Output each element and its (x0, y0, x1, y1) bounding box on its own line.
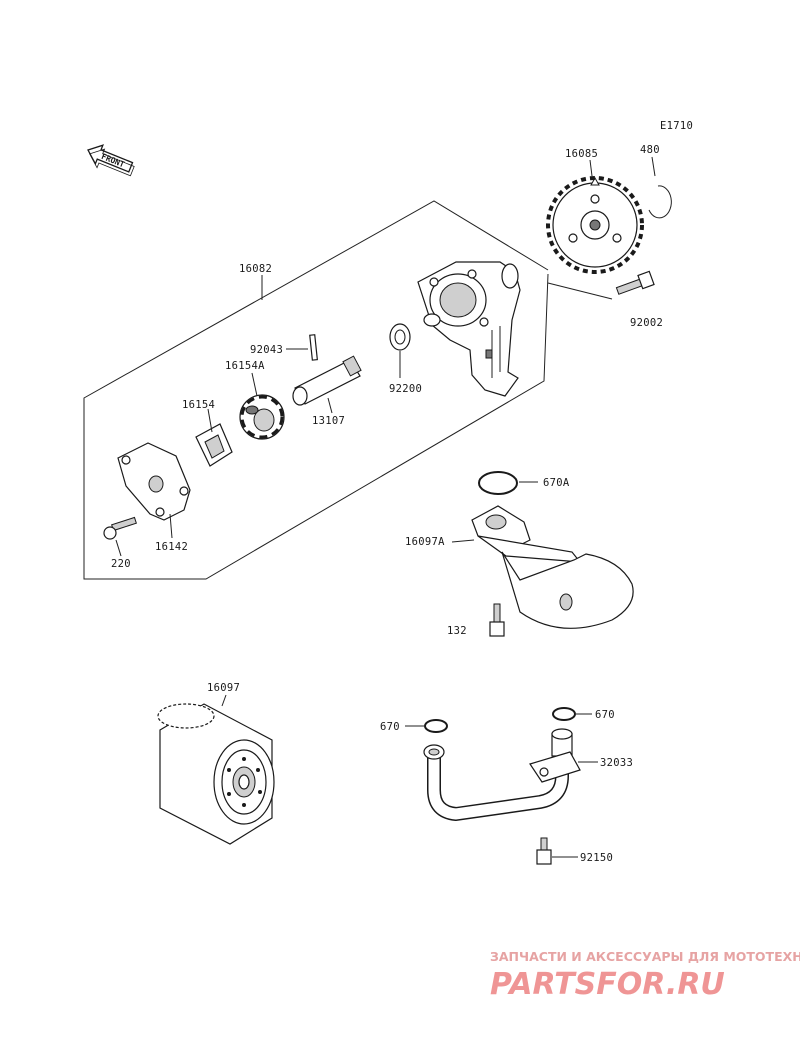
oil-strainer-16097A (451, 505, 634, 629)
diagram-code: E1710 (660, 120, 693, 132)
watermark-logo: ЗАПЧАСТИ И АКСЕССУАРЫ ДЛЯ МОТОТЕХНИКИ PA… (490, 949, 800, 1002)
inner-rotor-16154A (239, 372, 285, 440)
oil-pipe-32033 (423, 728, 598, 822)
label-16097: 16097 (207, 682, 240, 694)
assembly-bracket-16082 (83, 200, 549, 580)
pump-cover-16142 (117, 442, 191, 539)
label-16085: 16085 (565, 148, 598, 160)
watermark-tagline: ЗАПЧАСТИ И АКСЕССУАРЫ ДЛЯ МОТОТЕХНИКИ (490, 949, 800, 964)
label-16097A: 16097A (405, 536, 445, 548)
screw-220 (103, 516, 137, 557)
pin-92043 (286, 334, 319, 361)
label-132: 132 (447, 625, 467, 637)
label-92200: 92200 (389, 383, 422, 395)
label-32033: 32033 (600, 757, 633, 769)
o-ring-670-right (552, 707, 592, 721)
label-220: 220 (111, 558, 131, 570)
oil-pump-body (417, 261, 521, 397)
label-92043: 92043 (250, 344, 283, 356)
label-92002: 92002 (630, 317, 663, 329)
front-arrow-icon: FRONT (87, 144, 135, 177)
oil-filter-16097 (157, 694, 275, 845)
label-16082: 16082 (239, 263, 272, 275)
label-16142: 16142 (155, 541, 188, 553)
label-92150: 92150 (580, 852, 613, 864)
o-ring-670A (478, 471, 538, 495)
label-480: 480 (640, 144, 660, 156)
label-16154: 16154 (182, 399, 215, 411)
label-670-right: 670 (595, 709, 615, 721)
o-ring-670-left (405, 719, 448, 733)
label-13107: 13107 (312, 415, 345, 427)
outer-rotor-16154 (195, 408, 233, 467)
label-16154A: 16154A (225, 360, 265, 372)
label-670A: 670A (543, 477, 570, 489)
bolt-92002 (547, 270, 655, 300)
bolt-132 (489, 603, 505, 637)
washer-92200 (389, 323, 411, 378)
bolt-92150 (536, 837, 578, 865)
circlip-480 (648, 156, 672, 219)
oil-pump-gear-16085 (546, 159, 644, 274)
watermark-brand: PARTSFOR.RU (490, 967, 725, 1002)
shaft-13107 (292, 355, 362, 414)
label-670-left: 670 (380, 721, 400, 733)
